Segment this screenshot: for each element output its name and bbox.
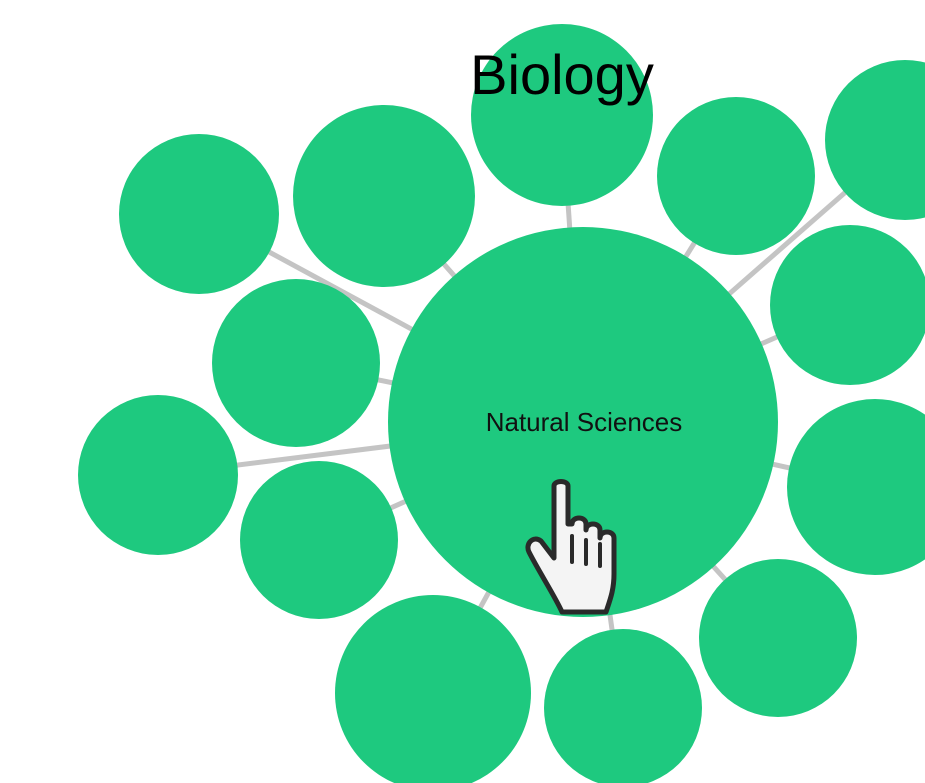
graph-nodes bbox=[78, 24, 925, 783]
hand-pointer-icon bbox=[525, 479, 617, 615]
node-bubble[interactable] bbox=[770, 225, 925, 385]
node-bubble[interactable] bbox=[119, 134, 279, 294]
node-bubble[interactable] bbox=[471, 24, 653, 206]
node-bubble[interactable] bbox=[825, 60, 925, 220]
node-bubble[interactable] bbox=[787, 399, 925, 575]
center-node[interactable] bbox=[388, 227, 778, 617]
node-bubble[interactable] bbox=[293, 105, 475, 287]
node-bubble[interactable] bbox=[699, 559, 857, 717]
node-bubble[interactable] bbox=[657, 97, 815, 255]
node-bubble[interactable] bbox=[335, 595, 531, 783]
graph-title: Biology bbox=[470, 43, 654, 106]
node-bubble[interactable] bbox=[544, 629, 702, 783]
node-bubble[interactable] bbox=[240, 461, 398, 619]
node-bubble[interactable] bbox=[78, 395, 238, 555]
node-bubble[interactable] bbox=[212, 279, 380, 447]
center-node-label: Natural Sciences bbox=[486, 407, 683, 437]
